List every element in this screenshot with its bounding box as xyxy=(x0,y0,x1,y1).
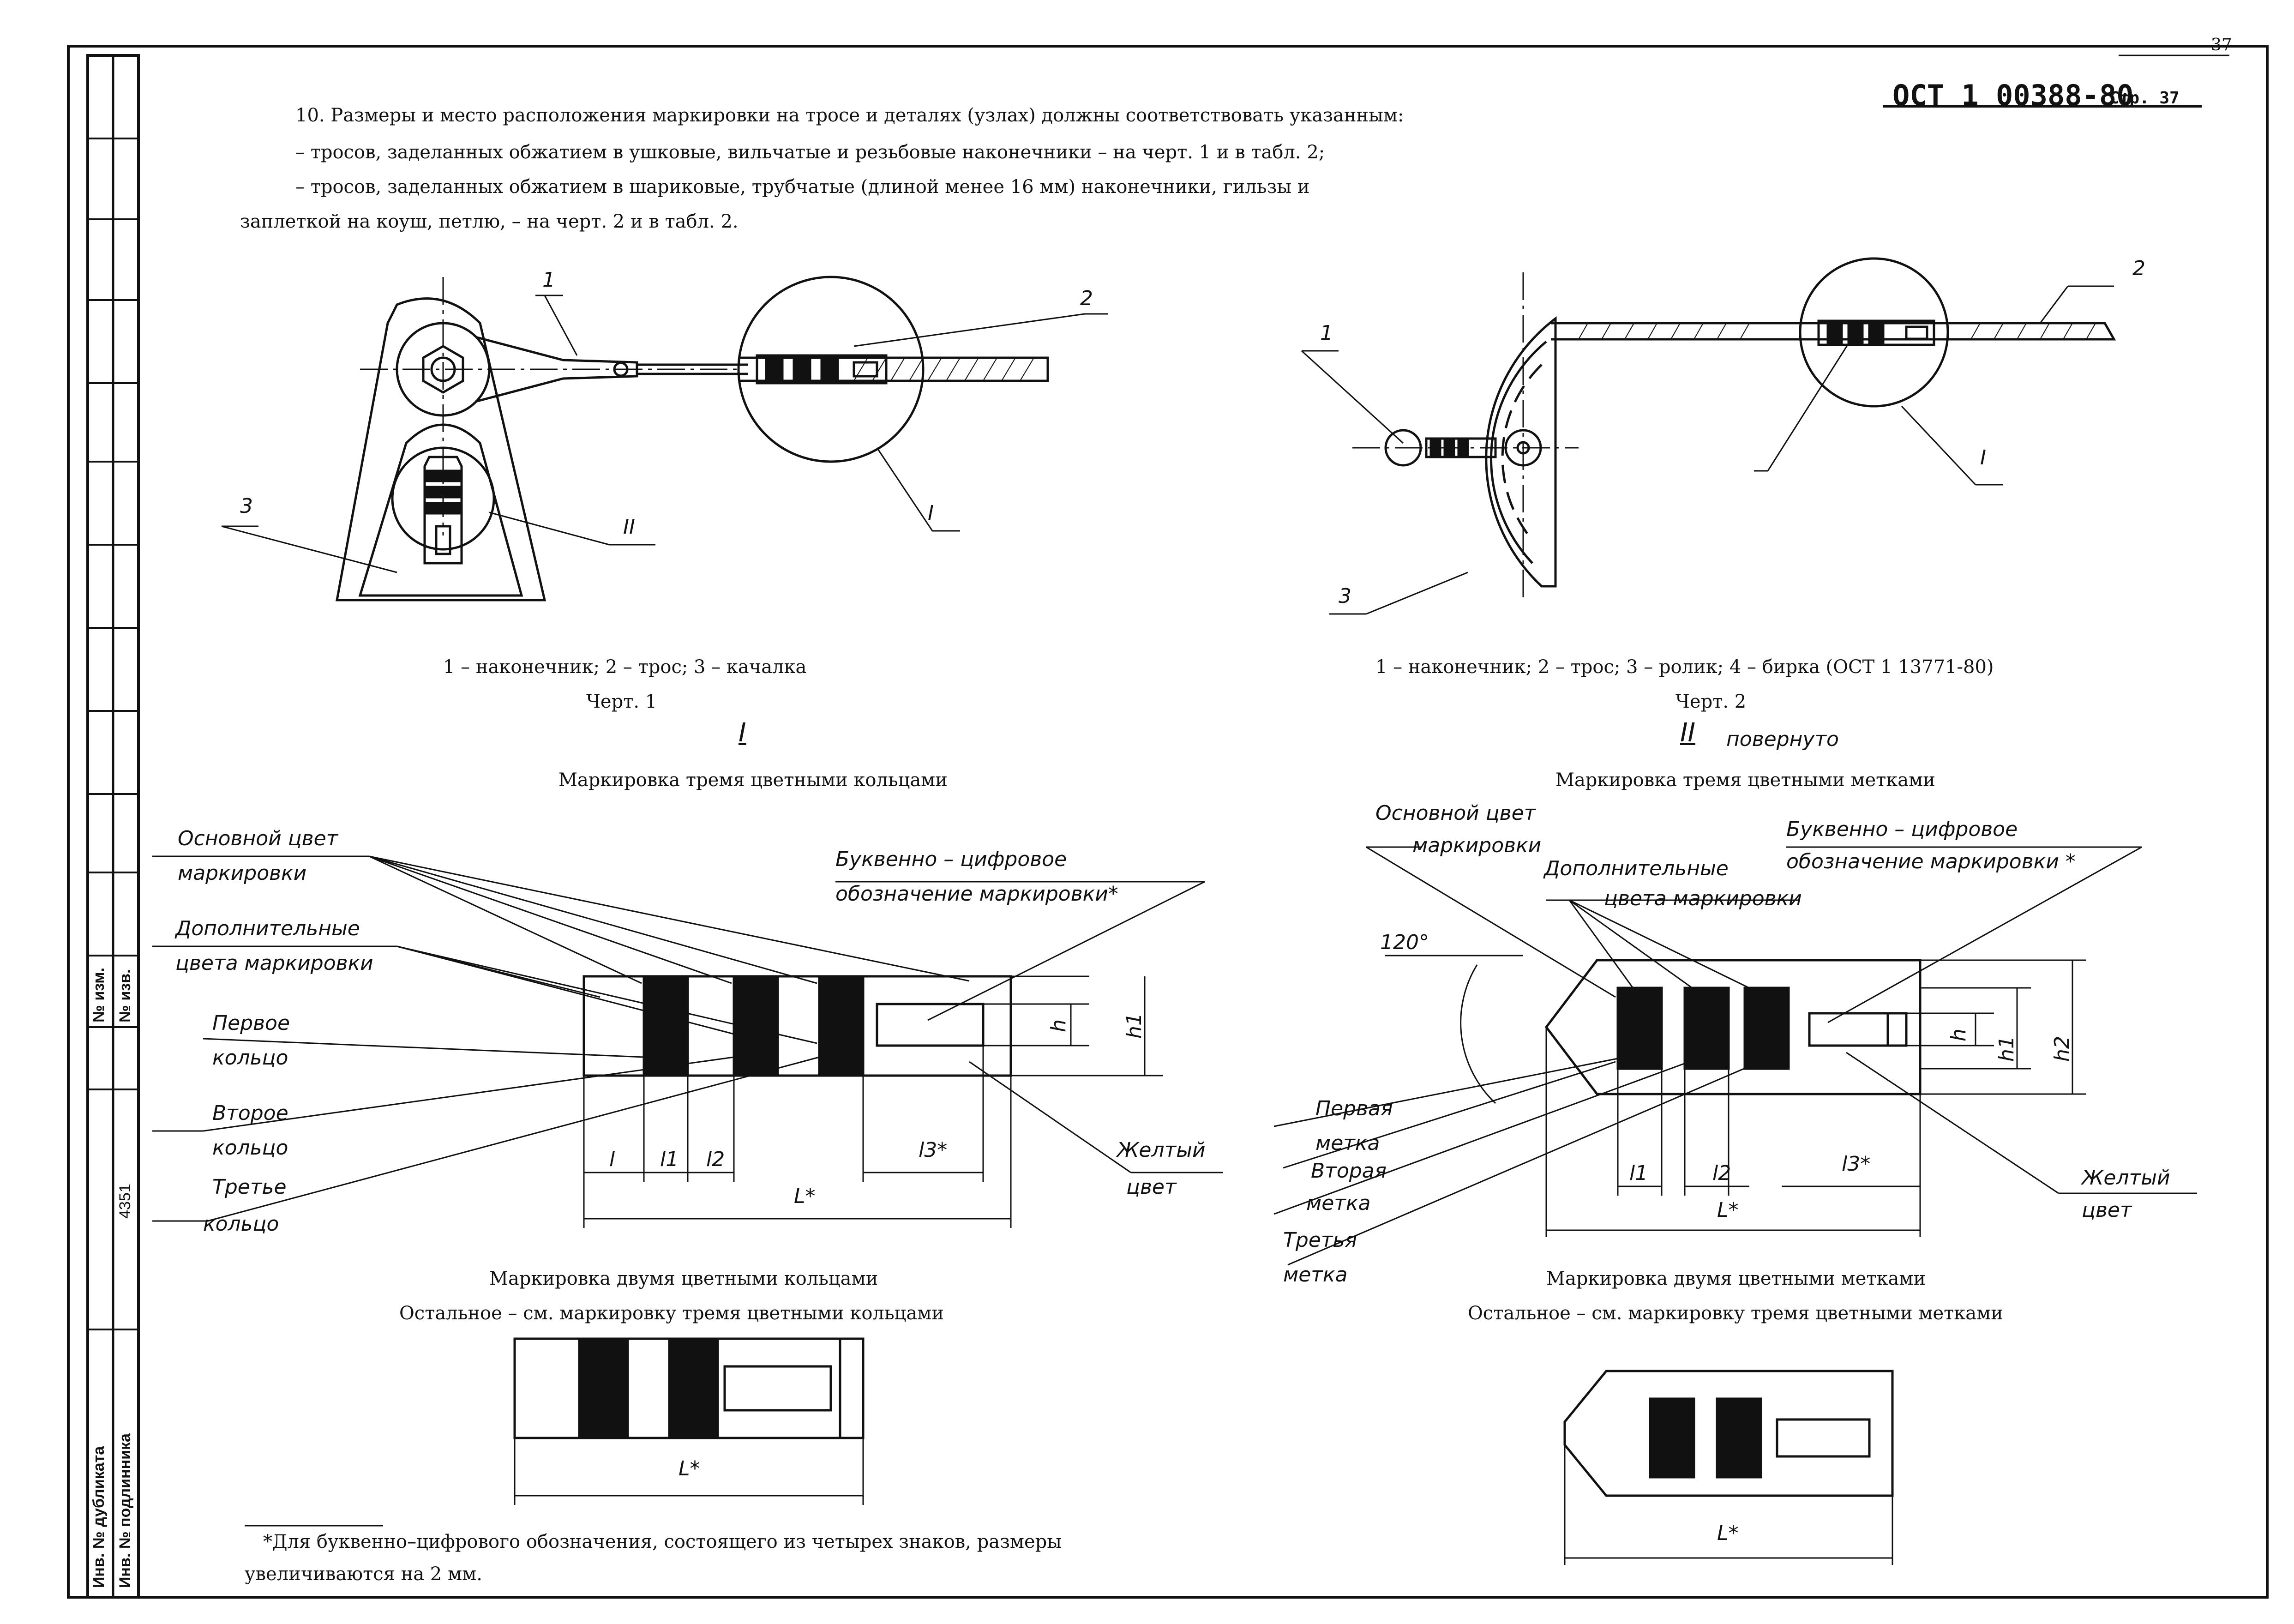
view1-first-1: Первое xyxy=(212,1011,290,1035)
two-rings-drawing xyxy=(513,1337,865,1505)
view1-mark: I xyxy=(739,718,746,748)
view1-dim-l3: l3* xyxy=(919,1138,948,1162)
view2-dim-L: L* xyxy=(1717,1198,1739,1222)
view1-dim-l2: l2 xyxy=(706,1148,725,1171)
side-rev-no: № изм. xyxy=(90,968,108,1023)
view2-first-2: метка xyxy=(1315,1131,1380,1155)
doc-code: ОСТ 1 00388-80 xyxy=(1892,78,2134,112)
fig1-callout-2: 2 xyxy=(1080,287,1093,310)
view1-dim-h1: h1 xyxy=(1122,1013,1146,1039)
page-number: 37 xyxy=(2211,36,2232,54)
view2-alnum-1: Буквенно – цифровое xyxy=(1786,818,2018,841)
two-marks-drawing xyxy=(1563,1370,1894,1565)
view2-yellow-2: цвет xyxy=(2082,1198,2132,1222)
view1-third-1: Третье xyxy=(212,1175,287,1199)
view2-mark: II xyxy=(1680,718,1696,748)
view2-base-color-1: Основной цвет xyxy=(1375,801,1536,825)
view2-dim-h1: h1 xyxy=(1994,1036,2018,1062)
side-inv-number: 4351 xyxy=(116,1184,134,1219)
fig1-caption: Черт. 1 xyxy=(586,691,657,712)
fig2-callout-I: I xyxy=(1980,446,1986,469)
side-doc-no: № изв. xyxy=(116,969,134,1023)
view1-dim-h: h xyxy=(1046,1019,1070,1032)
view1-extra-1: Дополнительные xyxy=(175,917,360,940)
footnote-line-1: *Для буквенно–цифрового обозначения, сос… xyxy=(263,1531,1062,1552)
view2-title: Маркировка тремя цветными метками xyxy=(1555,770,1935,791)
two-marks-title: Маркировка двумя цветными метками xyxy=(1546,1268,1926,1289)
view-2-drawing xyxy=(1273,846,2197,1266)
two-marks-note: Остальное – см. маркировку тремя цветным… xyxy=(1468,1303,2003,1324)
view1-second-1: Второе xyxy=(212,1101,288,1125)
fig1-callout-3: 3 xyxy=(240,494,253,518)
view1-dim-l1: l1 xyxy=(660,1148,679,1171)
view1-second-2: кольцо xyxy=(212,1136,288,1160)
side-stamp-grid xyxy=(88,138,138,1330)
intro-line-4: заплеткой на коуш, петлю, – на черт. 2 и… xyxy=(240,211,739,232)
two-rings-dim: L* xyxy=(679,1457,700,1480)
fig2-callout-3: 3 xyxy=(1339,584,1351,608)
view1-base-color-1: Основной цвет xyxy=(178,827,338,850)
view2-dim-l3: l3* xyxy=(1842,1152,1871,1176)
view2-yellow-1: Желтый xyxy=(2082,1166,2170,1190)
view2-mark-note: повернуто xyxy=(1726,728,1839,751)
view2-extra-1: Дополнительные xyxy=(1544,857,1729,880)
intro-line-3: – тросов, заделанных обжатием в шариковы… xyxy=(295,176,1310,198)
fig1-callout-I: I xyxy=(928,501,934,525)
view1-alnum-2: обозначение маркировки* xyxy=(835,882,1118,906)
fig2-callout-1: 1 xyxy=(1320,321,1333,345)
fig1-callout-1: 1 xyxy=(542,268,555,292)
two-rings-note: Остальное – см. маркировку тремя цветным… xyxy=(399,1303,944,1324)
footnote-line-2: увеличиваются на 2 мм. xyxy=(245,1564,482,1585)
fig2-caption: Черт. 2 xyxy=(1675,691,1747,712)
view2-dim-h2: h2 xyxy=(2050,1036,2074,1062)
fig1-legend: 1 – наконечник; 2 – трос; 3 – качалка xyxy=(443,656,807,678)
view1-dim-L: L* xyxy=(794,1185,816,1208)
view1-extra-2: цвета маркировки xyxy=(175,951,373,975)
view1-yellow-2: цвет xyxy=(1126,1175,1177,1199)
view1-dim-l: l xyxy=(609,1148,615,1171)
figure-1 xyxy=(221,276,1108,601)
page-label: Стр. 37 xyxy=(2109,89,2180,108)
fig1-callout-II: II xyxy=(623,515,635,539)
side-orig: Инв. № подлинника xyxy=(116,1433,134,1588)
view2-second-1: Вторая xyxy=(1311,1159,1387,1183)
view2-dim-l2: l2 xyxy=(1712,1161,1731,1185)
view2-dim-h: h xyxy=(1946,1029,1970,1041)
two-rings-title: Маркировка двумя цветными кольцами xyxy=(489,1268,878,1289)
view1-alnum-1: Буквенно – цифровое xyxy=(835,848,1067,871)
view2-alnum-2: обозначение маркировки * xyxy=(1786,850,2076,873)
view1-yellow-1: Желтый xyxy=(1117,1138,1206,1162)
view2-third-1: Третья xyxy=(1283,1228,1357,1252)
view2-angle: 120° xyxy=(1380,931,1429,954)
view2-third-2: метка xyxy=(1283,1263,1348,1287)
view2-dim-l1: l1 xyxy=(1629,1161,1648,1185)
fig2-callout-2: 2 xyxy=(2132,257,2145,280)
view2-base-color-2: маркировки xyxy=(1412,834,1542,857)
view2-extra-2: цвета маркировки xyxy=(1604,887,1802,910)
view1-third-2: кольцо xyxy=(203,1212,279,1236)
view2-first-1: Первая xyxy=(1315,1097,1393,1120)
fig2-legend: 1 – наконечник; 2 – трос; 3 – ролик; 4 –… xyxy=(1375,656,1994,678)
figure-2 xyxy=(1301,257,2116,615)
view1-base-color-2: маркировки xyxy=(178,861,307,885)
intro-line-1: 10. Размеры и место расположения маркиро… xyxy=(295,105,1404,126)
intro-line-2: – тросов, заделанных обжатием в ушковые,… xyxy=(295,142,1325,163)
sheet-frame xyxy=(67,45,2269,1599)
two-marks-dim: L* xyxy=(1717,1522,1739,1545)
view1-title: Маркировка тремя цветными кольцами xyxy=(558,770,948,791)
view1-first-2: кольцо xyxy=(212,1046,288,1070)
side-dup: Инв. № дубликата xyxy=(90,1446,108,1588)
view2-second-2: метка xyxy=(1306,1191,1371,1215)
view-1-drawing xyxy=(152,855,1223,1228)
